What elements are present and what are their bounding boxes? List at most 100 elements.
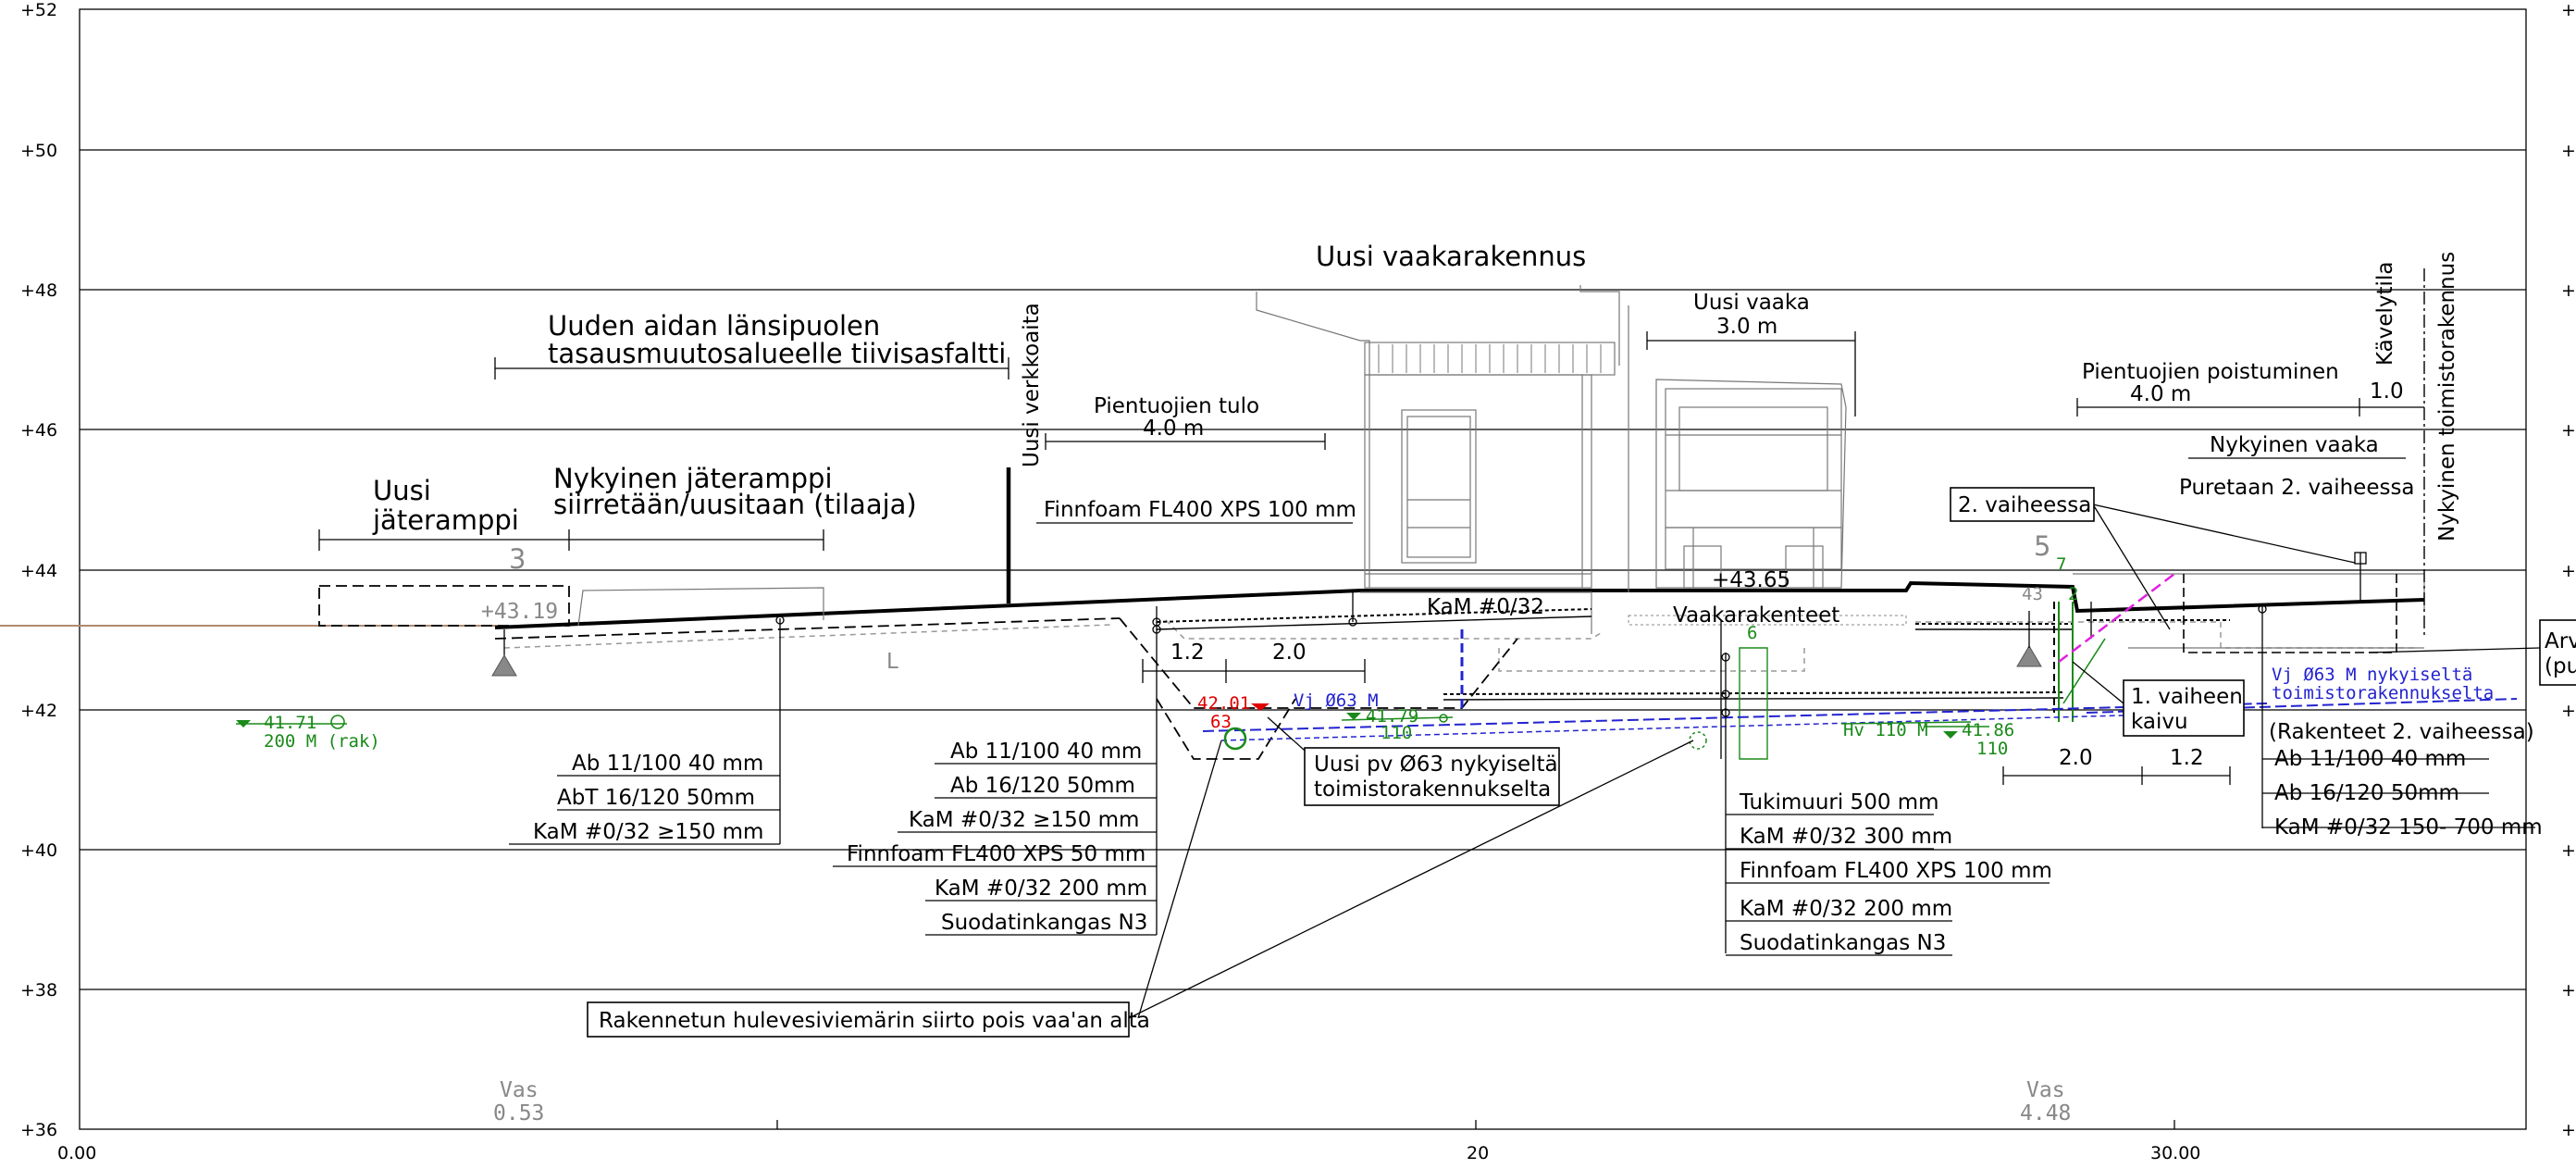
red-63: 63 [1210, 712, 1232, 732]
arv-line1: Arv [2545, 629, 2576, 653]
elev-label-right: +5 [2561, 141, 2576, 161]
elev-label: +46 [20, 420, 57, 441]
layer-left-item: KaM #0/32 ≥150 mm [533, 820, 763, 844]
fence-label: Uusi verkkoaita [1020, 303, 1044, 467]
new-pipe-line2: toimistorakennukselta [1314, 777, 1551, 802]
elev-label: +40 [20, 840, 57, 861]
layer-table-mid: Ab 11/100 40 mm Ab 16/120 50mm KaM #0/32… [847, 740, 1147, 935]
elev-label-right: +5 [2561, 0, 2576, 20]
west-asphalt-line1: Uuden aidan länsipuolen [548, 310, 880, 342]
elev-label-right: +4 [2561, 561, 2576, 581]
walkway-width: 1.0 [2370, 379, 2404, 404]
insulation-label: Finnfoam FL400 XPS 100 mm [1044, 498, 1356, 522]
outflow-width: 4.0 m [2130, 382, 2191, 406]
vas-left-value: 0.53 [493, 1101, 544, 1125]
existing-ramp-line1: Nykyinen jäteramppi [553, 463, 833, 494]
ramp-number: 3 [509, 543, 526, 575]
layer-table-scale: Tukimuuri 500 mm KaM #0/32 300 mm Finnfo… [1739, 790, 2052, 955]
green-200m: 200 M (rak) [264, 731, 380, 752]
ramps [318, 268, 2425, 677]
office-label: Nykyinen toimistorakennus [2435, 252, 2459, 541]
layer-mid-item: KaM #0/32 ≥150 mm [909, 808, 1139, 832]
elev-label: +36 [20, 1120, 57, 1140]
annotations: Uusi vaakarakennus Uuden aidan länsipuol… [264, 241, 2576, 1125]
layer-right-item: Ab 11/100 40 mm [2274, 747, 2466, 771]
elev-label-right: +4 [2561, 840, 2576, 861]
station-label: 30.00 [2150, 1143, 2200, 1163]
layer-right-item: KaM #0/32 150- 700 mm [2274, 815, 2543, 839]
station-labels: 0.00 20 30.00 [57, 1143, 2200, 1163]
west-asphalt-line2: tasausmuutosalueelle tiivisasfaltti [548, 338, 1006, 369]
l-mark: L [886, 650, 898, 674]
new-pipe-line1: Uusi pv Ø63 nykyiseltä [1314, 752, 1558, 777]
dimensions [318, 331, 2424, 785]
grid [79, 8, 2527, 1130]
outflow-label: Pientuojien poistuminen [2082, 360, 2339, 384]
layer-hatching [1156, 608, 2230, 701]
new-scale-width: 3.0 m [1716, 315, 1777, 339]
elev-label-right: +4 [2561, 701, 2576, 721]
layer-mid-item: KaM #0/32 200 mm [935, 877, 1147, 901]
dim-1-2-right: 1.2 [2170, 746, 2204, 770]
elevation-43-65: +43.65 [1712, 568, 1790, 592]
elev-label: +50 [20, 141, 57, 161]
elev-label: +44 [20, 561, 57, 581]
existing-scale-label: Nykyinen vaaka [2210, 433, 2379, 457]
layer-right-item: Ab 16/120 50mm [2274, 781, 2459, 805]
green-41-79: 41.79 [1366, 706, 1418, 727]
dim-1-2: 1.2 [1170, 640, 1205, 665]
existing-ramp-line2: siirretään/uusitaan (tilaaja) [553, 489, 917, 520]
green-110b: 110 [1976, 739, 2008, 759]
label-boxes [587, 487, 2576, 1038]
vj-label-line1: Vj Ø63 M nykyiseltä [2272, 665, 2472, 685]
elev-label-right: +3 [2561, 980, 2576, 1001]
elev-label: +42 [20, 701, 57, 721]
station-label: 20 [1467, 1143, 1489, 1163]
layer-table-left: Ab 11/100 40 mm AbT 16/120 50mm KaM #0/3… [533, 752, 763, 844]
elev-label: +52 [20, 0, 57, 20]
green-2: 2 [2068, 584, 2078, 604]
new-ramp-line1: Uusi [373, 475, 431, 506]
layer-left-item: AbT 16/120 50mm [557, 786, 755, 810]
green-41-71: 41.71 [264, 713, 316, 733]
blue-vj63: Vj Ø63 M [1294, 690, 1379, 711]
number-5: 5 [2034, 530, 2050, 562]
layer-scale-item: Finnfoam FL400 XPS 100 mm [1740, 859, 2052, 883]
phase1-line2: kaivu [2131, 710, 2188, 734]
green-41-86: 41.86 [1962, 720, 2014, 740]
terrain [0, 580, 2425, 672]
elev-label-right: +4 [2561, 420, 2576, 441]
vas-right: Vas [2026, 1078, 2065, 1102]
phase1-line1: 1. vaiheen [2131, 685, 2243, 709]
station-label: 0.00 [57, 1143, 96, 1163]
vas-right-value: 4.48 [2020, 1101, 2071, 1125]
table-underlines [509, 758, 2535, 956]
layer-table-right: (Rakenteet 2. vaiheessa) Ab 11/100 40 mm… [2269, 720, 2543, 839]
layer-mid-item: Ab 11/100 40 mm [950, 740, 1142, 764]
layer-scale-item: Tukimuuri 500 mm [1739, 790, 1939, 815]
elev-label: +48 [20, 280, 57, 301]
dim-2-0: 2.0 [1272, 640, 1307, 665]
elevation-43-19: +43.19 [481, 600, 558, 624]
elevation-labels: +52 +50 +48 +46 +44 +42 +40 +38 +36 +5 +… [20, 0, 2576, 1140]
green-6: 6 [1747, 623, 1757, 643]
trenches [1119, 602, 2092, 760]
elev-label-right: +3 [2561, 1120, 2576, 1140]
layer-right-title: (Rakenteet 2. vaiheessa) [2269, 720, 2534, 744]
elev-label: +38 [20, 980, 57, 1001]
green-7: 7 [2056, 554, 2066, 575]
vas-left: Vas [500, 1078, 539, 1102]
phase2-label: 2. vaiheessa [1958, 493, 2091, 517]
dim-2-0-right: 2.0 [2059, 746, 2093, 770]
layer-scale-item: Suodatinkangas N3 [1740, 931, 1946, 955]
remove-phase2-label: Puretaan 2. vaiheessa [2179, 476, 2415, 500]
layer-mid-item: Ab 16/120 50mm [950, 774, 1135, 798]
inflow-label: Pientuojien tulo [1094, 394, 1259, 418]
new-ramp-line2: jäteramppi [372, 504, 519, 536]
layer-mid-item: Suodatinkangas N3 [941, 911, 1147, 935]
scale-building [1256, 285, 1629, 592]
layer-left-item: Ab 11/100 40 mm [572, 752, 763, 776]
kam-top-label: KaM #0/32 [1427, 595, 1544, 619]
storm-sewer-note: Rakennetun hulevesiviemärin siirto pois … [599, 1009, 1150, 1033]
